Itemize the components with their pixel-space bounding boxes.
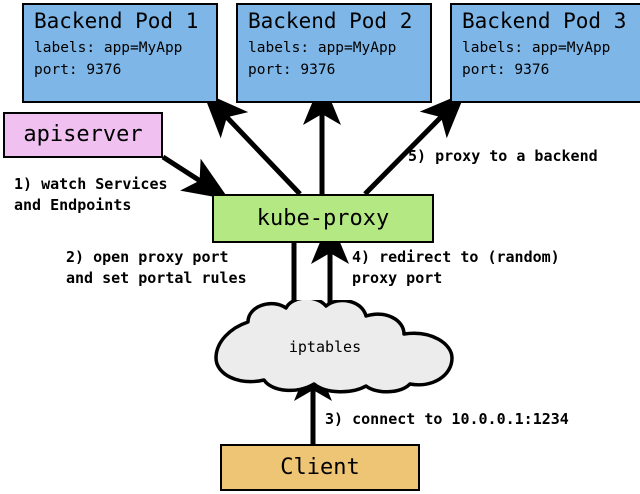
backend-pod-1-box: Backend Pod 1 labels: app=MyApp port: 93… — [22, 3, 218, 103]
backend-pod-3-box: Backend Pod 3 labels: app=MyApp port: 93… — [450, 3, 640, 103]
backend-pod-3-labels: labels: app=MyApp — [462, 40, 611, 56]
annotation-step-4-line-2: proxy port — [352, 269, 443, 287]
annotation-step-2-line-1: 2) open proxy port — [66, 248, 229, 266]
kube-proxy-label: kube-proxy — [256, 205, 390, 231]
arrow-apiserver-to-kubeproxy — [161, 154, 230, 200]
backend-pod-3-port: port: 9376 — [462, 62, 550, 78]
apiserver-label: apiserver — [23, 122, 143, 147]
backend-pod-2-labels: labels: app=MyApp — [248, 40, 397, 56]
backend-pod-2-box: Backend Pod 2 labels: app=MyApp port: 93… — [236, 3, 432, 103]
annotation-step-4: 4) redirect to (random) proxy port — [352, 247, 560, 289]
backend-pod-3-title: Backend Pod 3 — [462, 9, 627, 33]
backend-pod-2-title: Backend Pod 2 — [248, 9, 413, 33]
annotation-step-1: 1) watch Services and Endpoints — [14, 174, 168, 216]
annotation-step-2: 2) open proxy port and set portal rules — [66, 247, 247, 289]
annotation-step-3: 3) connect to 10.0.0.1:1234 — [325, 410, 569, 428]
backend-pod-2-port: port: 9376 — [248, 62, 336, 78]
annotation-step-1-line-1: 1) watch Services — [14, 175, 168, 193]
backend-pod-1-title: Backend Pod 1 — [34, 9, 199, 33]
annotation-step-4-line-1: 4) redirect to (random) — [352, 248, 560, 266]
backend-pod-1-labels: labels: app=MyApp — [34, 40, 183, 56]
client-label: Client — [280, 454, 360, 480]
annotation-step-1-line-2: and Endpoints — [14, 196, 132, 214]
client-box: Client — [220, 444, 420, 491]
iptables-cloud: iptables — [180, 296, 470, 395]
apiserver-box: apiserver — [3, 112, 163, 158]
backend-pod-1-port: port: 9376 — [34, 62, 122, 78]
arrow-kubeproxy-to-pod1 — [202, 91, 302, 196]
kube-proxy-box: kube-proxy — [212, 194, 434, 243]
annotation-step-2-line-2: and set portal rules — [66, 269, 247, 287]
annotation-step-5: 5) proxy to a backend — [408, 147, 598, 165]
iptables-label: iptables — [288, 338, 362, 356]
